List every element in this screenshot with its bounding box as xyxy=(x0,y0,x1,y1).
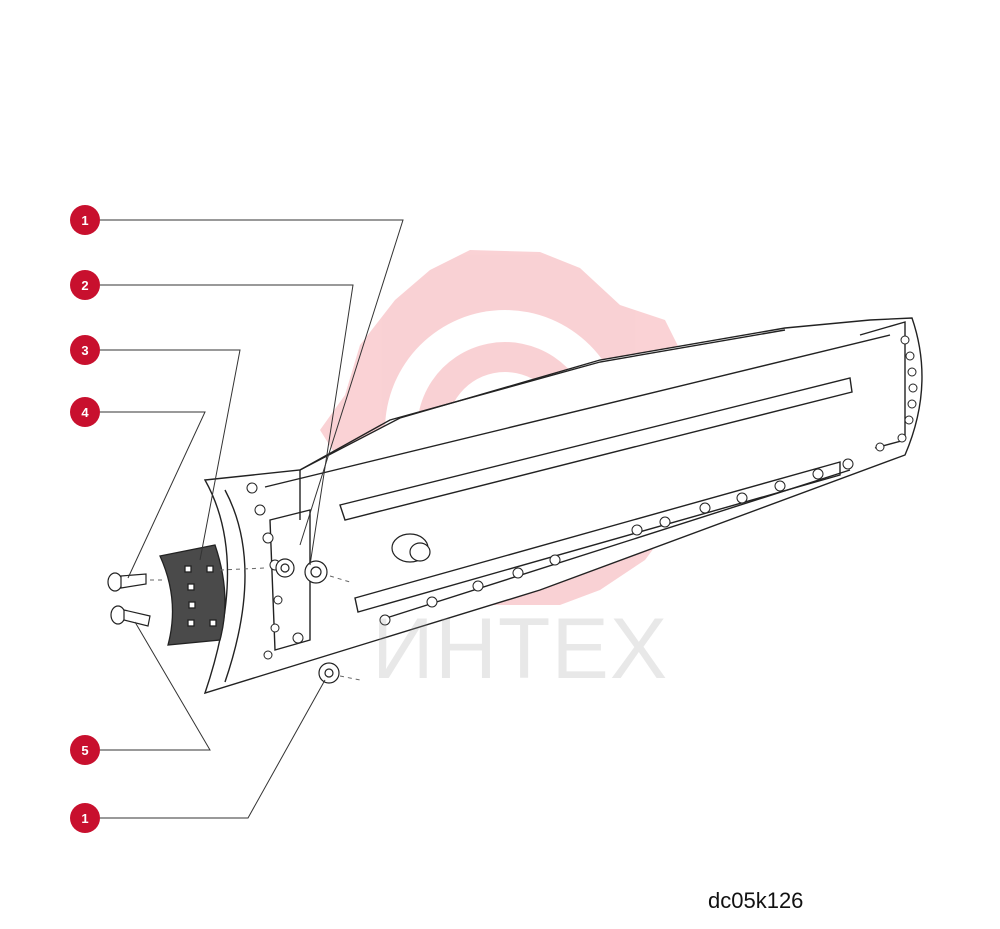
callout-2: 2 xyxy=(70,270,100,300)
dash-lines xyxy=(150,567,361,681)
housing xyxy=(203,317,923,695)
nuts xyxy=(275,558,340,684)
port-fitting xyxy=(391,533,431,563)
watermark-text: ИНТЕХ xyxy=(372,601,669,697)
callout-5: 5 xyxy=(70,735,100,765)
pad-bolts xyxy=(107,572,151,627)
wear-pad xyxy=(159,544,226,646)
callout-4: 4 xyxy=(70,397,100,427)
leader-lines xyxy=(100,219,404,819)
callout-1-top: 1 xyxy=(70,205,100,235)
callout-1-bottom: 1 xyxy=(70,803,100,833)
rail-bolts xyxy=(246,335,918,660)
callout-3: 3 xyxy=(70,335,100,365)
figure-code: dc05k126 xyxy=(708,888,804,913)
